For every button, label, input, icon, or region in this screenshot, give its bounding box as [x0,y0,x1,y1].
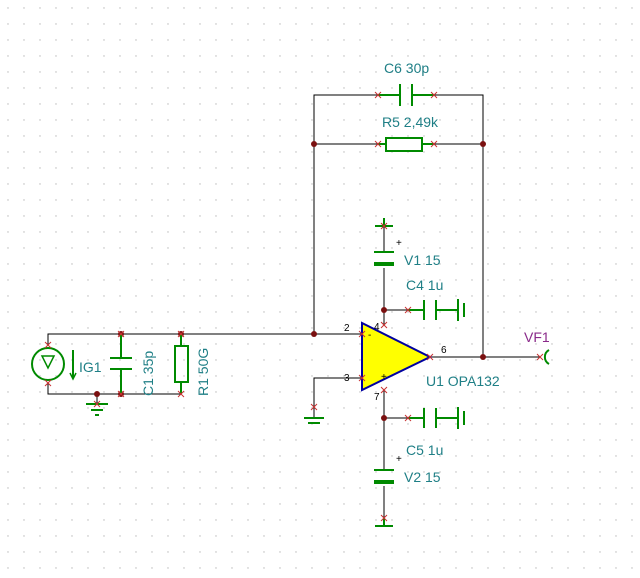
voltage-source-v2[interactable]: + V2 15 [374,454,441,527]
inverting-sign: - [368,330,371,341]
junction [381,307,387,313]
junction [381,415,387,421]
c4-label: C4 1u [406,277,443,293]
ig1-label: IG1 [79,359,102,375]
v1-label: V1 15 [404,252,441,268]
pin-number-noninverting: 3 [344,373,350,384]
u1-label: U1 OPA132 [426,373,500,389]
opamp-u1[interactable]: 2 3 4 7 6 - + U1 OPA132 [344,321,500,403]
c1-label: C1 35p [140,351,156,396]
current-source-ig1[interactable]: IG1 [31,347,102,381]
pin-number-inverting: 2 [344,323,350,334]
resistor-r1[interactable]: R1 50G [174,334,211,396]
pin-number-output: 6 [441,345,447,356]
ground-icon [304,417,324,424]
pin-number-vminus: 7 [374,392,380,403]
wire-pin3[interactable] [313,377,362,418]
svg-text:+: + [396,454,402,465]
c5-label: C5 1u [406,442,443,458]
resistor-r5[interactable]: R5 2,49k [378,114,439,152]
wires [47,94,540,518]
r5-label: R5 2,49k [382,114,439,130]
wire-input-bottom[interactable] [47,383,181,395]
voltage-source-v1[interactable]: + V1 15 [374,218,441,268]
wire-c6-left[interactable] [313,94,378,334]
noninverting-sign: + [381,372,387,383]
voltmeter-vf1[interactable]: VF1 [524,329,550,365]
capacitor-c1[interactable]: C1 35p [110,334,156,396]
junction [311,331,317,337]
capacitor-c6[interactable]: C6 30p [378,60,434,106]
capacitor-c5[interactable]: C5 1u [406,407,465,458]
pin-markers [44,91,544,522]
capacitor-c4[interactable]: C4 1u [406,277,465,321]
junction [94,391,100,397]
junction [480,354,486,360]
v2-label: V2 15 [404,469,441,485]
wire-c6-right[interactable] [434,94,484,357]
junction [311,141,317,147]
r1-label: R1 50G [195,348,211,396]
c6-label: C6 30p [384,60,429,76]
pin-number-vplus: 4 [374,322,380,333]
svg-text:+: + [396,238,402,249]
junction [480,141,486,147]
wire-input-top[interactable] [47,333,362,345]
vf1-label: VF1 [524,329,550,345]
